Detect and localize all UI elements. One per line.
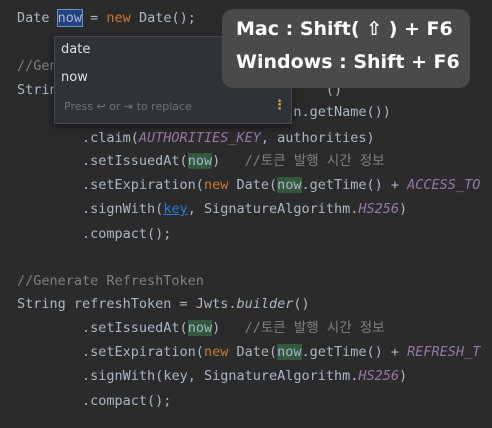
code-token: , authorities) <box>260 130 375 146</box>
code-token: Date <box>17 10 58 26</box>
code-token: //토큰 발행 시간 정보 <box>244 153 385 169</box>
code-token: .setExpiration( <box>17 177 204 193</box>
code-token: AUTHORITIES_KEY <box>138 130 261 146</box>
code-token: key <box>163 368 188 384</box>
code-token: , SignatureAlgorithm. <box>187 368 359 384</box>
code-token: ) <box>399 368 408 384</box>
code-token: now <box>187 153 213 169</box>
code-token: now <box>187 320 213 336</box>
code-token: .setExpiration( <box>17 344 204 360</box>
code-token: , SignatureAlgorithm. <box>187 201 359 217</box>
code-token: //토큰 발행 시간 정보 <box>244 320 385 336</box>
code-token: .setIssuedAt( <box>17 320 188 336</box>
code-token: .signWith( <box>17 368 164 384</box>
code-line[interactable]: .setIssuedAt(now) //토큰 발행 시간 정보 <box>17 151 385 171</box>
code-line[interactable]: .setExpiration(new Date(now.getTime() + … <box>17 175 480 195</box>
code-token: .setIssuedAt( <box>17 153 188 169</box>
code-token: key <box>163 201 188 217</box>
code-token: ACCESS_TO <box>407 177 481 193</box>
code-token: now <box>56 9 84 27</box>
code-token: new <box>106 10 131 26</box>
code-token: ) <box>212 320 245 336</box>
code-line[interactable]: .signWith(key, SignatureAlgorithm.HS256) <box>17 366 407 386</box>
code-token: HS256 <box>358 201 400 217</box>
windows-shortcut-label: Windows : Shift + F6 <box>236 51 460 73</box>
code-token: ) <box>212 153 245 169</box>
code-line[interactable]: .compact(); <box>17 224 171 244</box>
code-line[interactable]: .setIssuedAt(now) //토큰 발행 시간 정보 <box>17 318 385 338</box>
code-line[interactable]: //Gene <box>17 56 66 76</box>
code-line[interactable]: .compact(); <box>17 391 171 411</box>
code-token: HS256 <box>358 368 400 384</box>
code-line[interactable]: Date now = new Date(); <box>17 8 196 28</box>
code-token: String refreshToken = Jwts. <box>17 296 237 312</box>
code-token: Date(); <box>130 10 196 26</box>
code-token: .compact(); <box>17 226 172 242</box>
code-token: now <box>277 344 302 360</box>
code-token: new <box>203 177 229 193</box>
code-token: REFRESH_T <box>407 344 481 360</box>
completion-item-date[interactable]: date <box>61 42 91 57</box>
code-token: Date( <box>228 344 278 360</box>
code-line[interactable]: .claim(AUTHORITIES_KEY, authorities) <box>17 128 375 148</box>
code-token: //Gene <box>17 58 66 74</box>
code-token: = <box>82 10 107 26</box>
completion-hint: Press ↩ or ⇥ to replace <box>64 100 192 113</box>
code-token: //Generate RefreshToken <box>17 273 204 289</box>
code-line[interactable]: .signWith(key, SignatureAlgorithm.HS256) <box>17 199 407 219</box>
code-token: .signWith( <box>17 201 164 217</box>
code-line[interactable]: .setExpiration(new Date(now.getTime() + … <box>17 342 480 362</box>
code-token: .getTime() + <box>301 344 408 360</box>
code-token: builder <box>236 296 294 312</box>
code-token: () <box>293 296 310 312</box>
code-line[interactable]: String refreshToken = Jwts.builder() <box>17 294 310 314</box>
code-line[interactable]: //Generate RefreshToken <box>17 271 204 291</box>
code-token: .claim( <box>17 130 139 146</box>
shortcut-tooltip: Mac : Shift( ⇧ ) + F6 Windows : Shift + … <box>222 9 470 88</box>
code-token: n.getName()) <box>293 104 391 120</box>
code-token: .getTime() + <box>301 177 408 193</box>
code-token: new <box>203 344 229 360</box>
completion-item-now[interactable]: now <box>61 70 88 85</box>
code-token: Date( <box>228 177 278 193</box>
code-token: now <box>277 177 302 193</box>
code-line[interactable]: n.getName()) <box>17 102 391 122</box>
code-token: String <box>17 82 66 98</box>
code-token: ) <box>399 201 408 217</box>
mac-shortcut-label: Mac : Shift( ⇧ ) + F6 <box>236 18 453 40</box>
code-token: .compact(); <box>17 393 172 409</box>
more-options-icon[interactable]: ⋮ <box>273 98 286 113</box>
